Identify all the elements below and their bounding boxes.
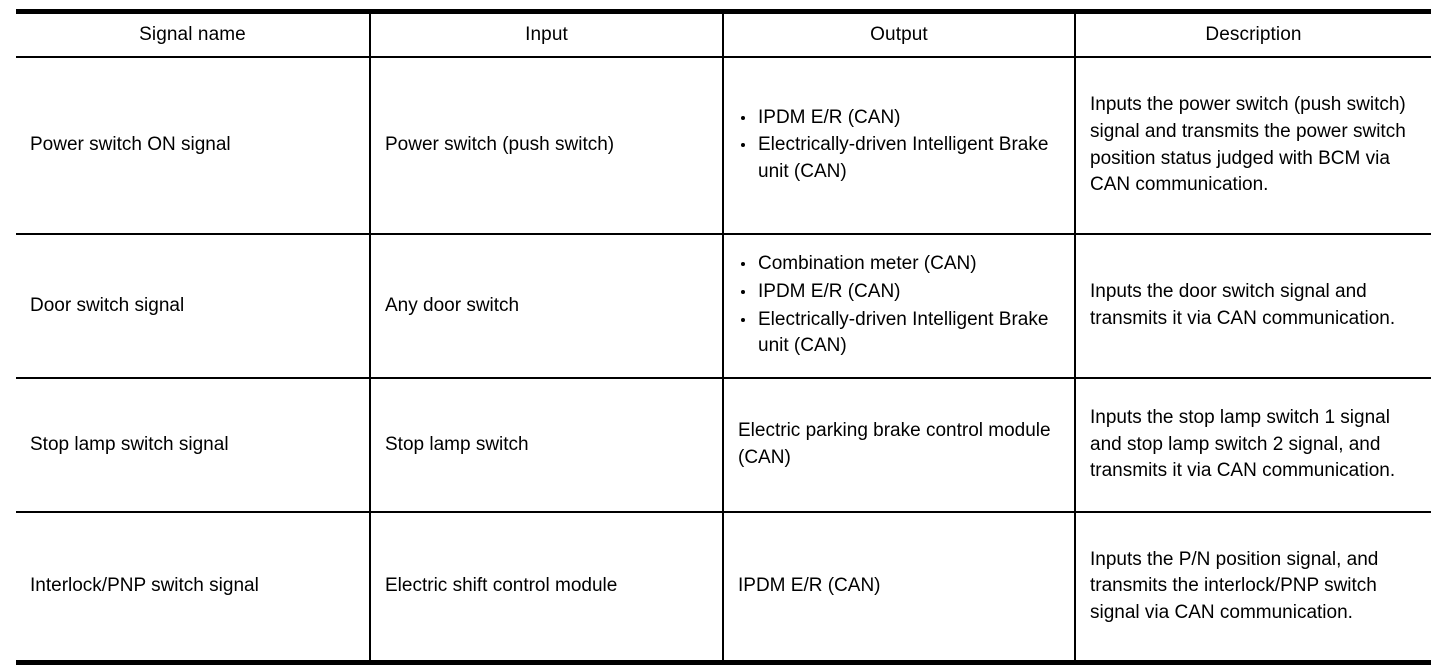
signal-name-text: Power switch ON signal: [30, 134, 231, 156]
cell-output: IPDM E/R (CAN): [722, 512, 1075, 665]
cell-output: Electric parking brake control module (C…: [722, 378, 1075, 513]
cell-signal-name: Door switch signal: [16, 234, 370, 379]
signal-table-container: Signal name Input Output Description Pow…: [16, 9, 1431, 665]
table-row: Interlock/PNP switch signal Electric shi…: [16, 512, 1431, 665]
description-text: Inputs the door switch signal and transm…: [1090, 281, 1396, 329]
column-header-input: Input: [369, 9, 723, 58]
cell-description: Inputs the stop lamp switch 1 signal and…: [1074, 378, 1431, 513]
page-root: Signal name Input Output Description Pow…: [16, 9, 1431, 665]
list-item: Electrically-driven Intelligent Brake un…: [738, 132, 1060, 185]
column-header-description: Description: [1074, 9, 1431, 58]
output-bullet-list: IPDM E/R (CAN) Electrically-driven Intel…: [738, 105, 1060, 186]
cell-description: Inputs the power switch (push switch) si…: [1074, 57, 1431, 235]
input-text: Power switch (push switch): [385, 134, 615, 156]
input-text: Stop lamp switch: [385, 433, 529, 455]
signal-name-text: Interlock/PNP switch signal: [30, 575, 259, 597]
signal-name-text: Stop lamp switch signal: [30, 433, 229, 455]
list-item: IPDM E/R (CAN): [738, 279, 1060, 306]
column-header-output: Output: [722, 9, 1075, 58]
cell-signal-name: Interlock/PNP switch signal: [16, 512, 370, 665]
list-item: Electrically-driven Intelligent Brake un…: [738, 307, 1060, 360]
cell-input: Stop lamp switch: [369, 378, 723, 513]
cell-output: IPDM E/R (CAN) Electrically-driven Intel…: [722, 57, 1075, 235]
signal-io-table: Signal name Input Output Description Pow…: [16, 9, 1431, 665]
table-row: Stop lamp switch signal Stop lamp switch…: [16, 378, 1431, 513]
table-header: Signal name Input Output Description: [16, 9, 1431, 58]
output-text: Electric parking brake control module (C…: [738, 420, 1051, 468]
cell-input: Electric shift control module: [369, 512, 723, 665]
output-bullet-list: Combination meter (CAN) IPDM E/R (CAN) E…: [738, 251, 1060, 359]
cell-description: Inputs the P/N position signal, and tran…: [1074, 512, 1431, 665]
description-text: Inputs the power switch (push switch) si…: [1090, 94, 1406, 196]
list-item: IPDM E/R (CAN): [738, 105, 1060, 132]
cell-input: Power switch (push switch): [369, 57, 723, 235]
table-row: Door switch signal Any door switch Combi…: [16, 234, 1431, 379]
cell-output: Combination meter (CAN) IPDM E/R (CAN) E…: [722, 234, 1075, 379]
cell-signal-name: Stop lamp switch signal: [16, 378, 370, 513]
description-text: Inputs the P/N position signal, and tran…: [1090, 548, 1379, 623]
signal-name-text: Door switch signal: [30, 294, 185, 316]
cell-input: Any door switch: [369, 234, 723, 379]
description-text: Inputs the stop lamp switch 1 signal and…: [1090, 407, 1396, 482]
list-item: Combination meter (CAN): [738, 251, 1060, 278]
input-text: Any door switch: [385, 294, 520, 316]
table-header-row: Signal name Input Output Description: [16, 9, 1431, 58]
table-body: Power switch ON signal Power switch (pus…: [16, 57, 1431, 665]
output-text: IPDM E/R (CAN): [738, 575, 881, 597]
cell-description: Inputs the door switch signal and transm…: [1074, 234, 1431, 379]
table-row: Power switch ON signal Power switch (pus…: [16, 57, 1431, 235]
cell-signal-name: Power switch ON signal: [16, 57, 370, 235]
input-text: Electric shift control module: [385, 575, 618, 597]
column-header-signal-name: Signal name: [16, 9, 370, 58]
